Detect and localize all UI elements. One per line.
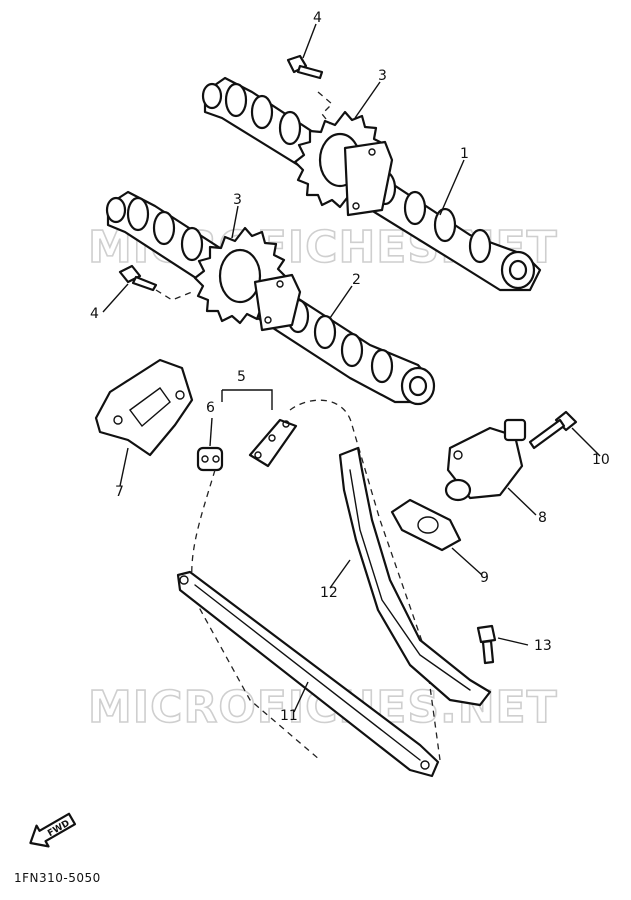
callout-4-top: 4	[313, 10, 322, 26]
chain-guide-upper	[94, 358, 194, 457]
callout-3-top: 3	[378, 68, 387, 84]
callout-3-bottom: 3	[233, 192, 242, 208]
callout-13: 13	[534, 638, 552, 654]
master-link	[196, 446, 224, 472]
bolt-lower	[118, 264, 158, 292]
cam-sprocket-lower	[193, 226, 302, 332]
callout-9: 9	[480, 570, 489, 586]
tensioner-gasket	[390, 498, 462, 552]
callout-8: 8	[538, 510, 547, 526]
callout-2: 2	[352, 272, 361, 288]
drawing-code: 1FN310-5050	[14, 871, 101, 885]
chain-guide-straight	[176, 570, 440, 778]
chain-guide-curved	[338, 446, 492, 707]
callout-11: 11	[280, 708, 298, 724]
cam-chain-links	[248, 418, 298, 468]
callout-12: 12	[320, 585, 338, 601]
cam-chain-tensioner	[444, 418, 527, 502]
guide-bolt	[476, 624, 497, 665]
callout-4-bottom: 4	[90, 306, 99, 322]
callout-6: 6	[206, 400, 215, 416]
callout-10: 10	[592, 452, 610, 468]
callout-1: 1	[460, 146, 469, 162]
callout-7: 7	[115, 484, 124, 500]
bolt-upper	[286, 54, 324, 80]
cam-sprocket-upper	[293, 110, 394, 217]
callout-5: 5	[237, 369, 246, 385]
tensioner-bolt	[528, 410, 578, 450]
fwd-arrow-icon: FWD	[29, 812, 77, 848]
